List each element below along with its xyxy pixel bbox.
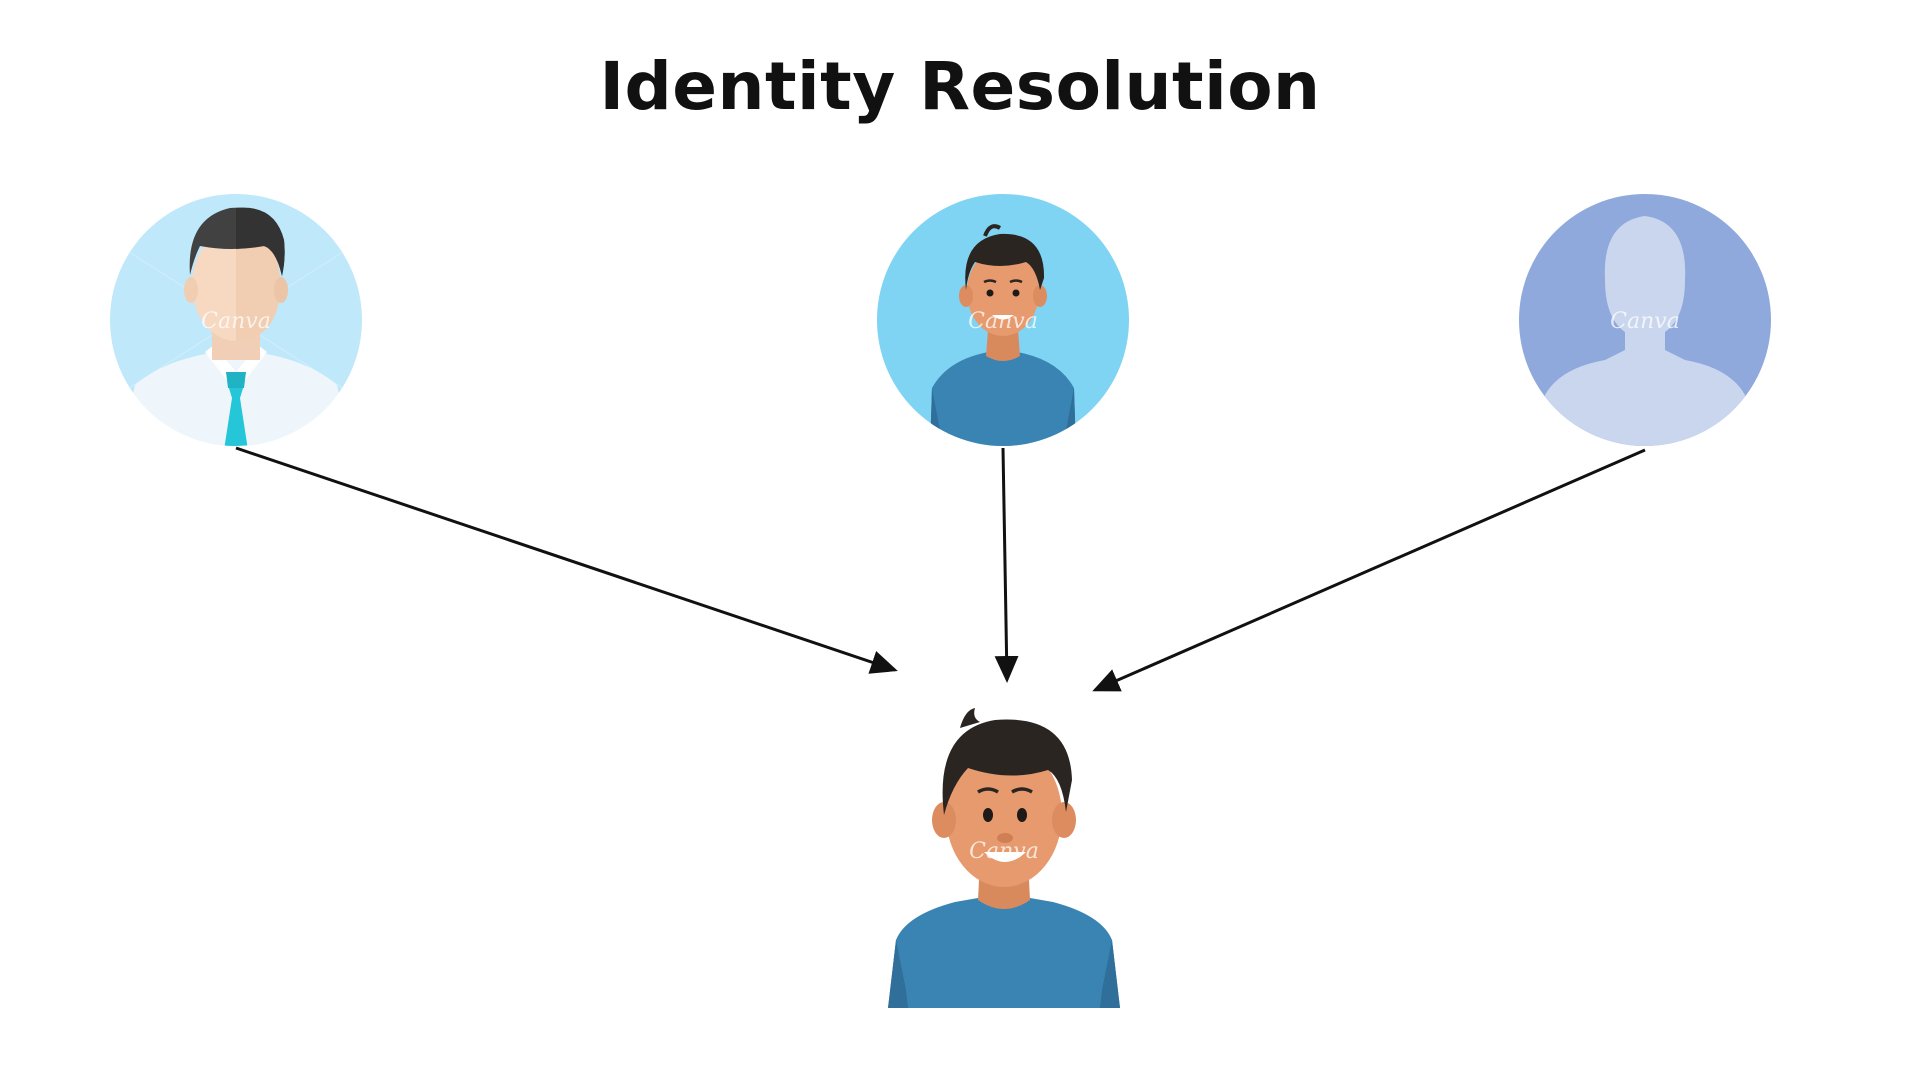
arrow-anonymous-to-resolved — [1092, 448, 1646, 692]
diagram-title: Identity Resolution — [599, 48, 1321, 125]
businessman-avatar-icon: Canva — [110, 194, 362, 446]
watermark-text: Canva — [969, 839, 1039, 864]
arrow-businessman-to-resolved — [235, 446, 898, 674]
watermark-text: Canva — [1610, 309, 1680, 334]
casual-man-avatar-icon: Canva — [877, 194, 1129, 446]
watermark-text: Canva — [201, 309, 271, 334]
anonymous-silhouette-icon: Canva — [1519, 194, 1771, 446]
arrow-casual-to-resolved — [994, 447, 1019, 683]
watermark-text: Canva — [968, 309, 1038, 334]
resolved-person-icon: Canva — [888, 708, 1120, 1008]
